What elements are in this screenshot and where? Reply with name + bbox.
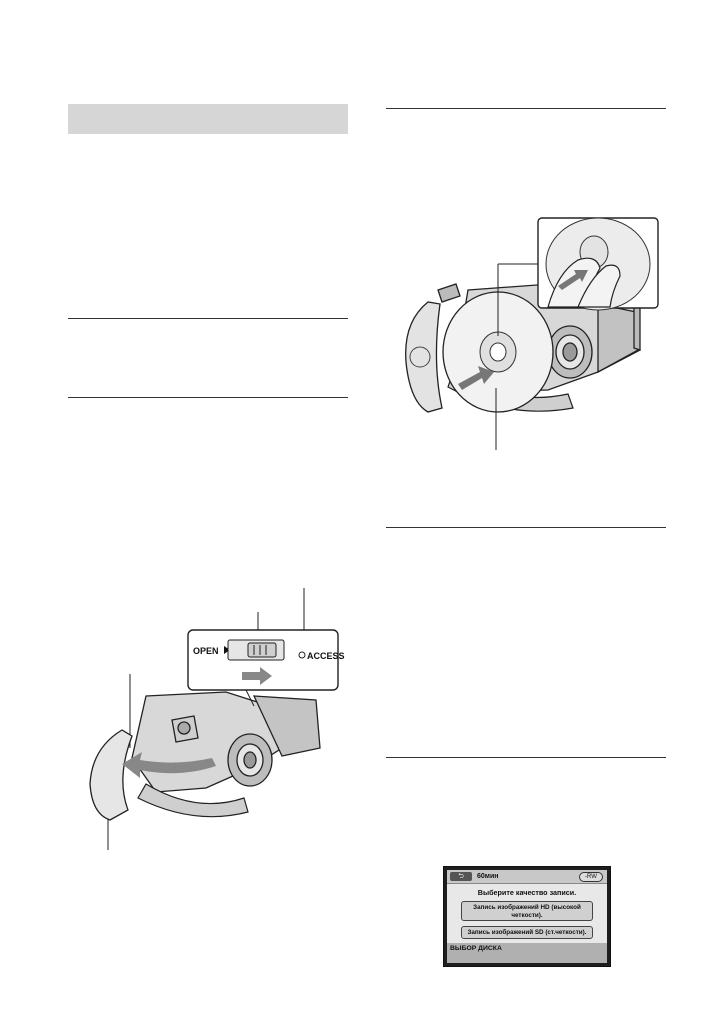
disc-insert-illustration — [405, 217, 659, 450]
step-divider-4 — [386, 527, 666, 528]
disc-cover-illustration — [405, 301, 443, 413]
lcd-bottom-bar — [447, 943, 607, 963]
open-cover-illustration: OPEN ACCESS — [89, 588, 345, 850]
lcd-status-bar: ⮌ 60мин -RW — [447, 870, 607, 884]
step-divider-5 — [386, 757, 666, 758]
camcorder-open-illustration — [131, 691, 321, 793]
step-divider-1 — [68, 318, 348, 319]
sd-quality-button[interactable]: Запись изображений SD (ст.четкости). — [461, 926, 593, 939]
access-label: ACCESS — [307, 651, 345, 661]
open-arrow-icon — [122, 752, 216, 778]
inset-hand-illustration — [537, 217, 659, 311]
lcd-screen-illustration: ⮌ 60мин -RW Выберите качество записи. За… — [443, 866, 611, 967]
back-button[interactable]: ⮌ — [450, 872, 472, 881]
slide-arrow-icon — [242, 667, 272, 685]
push-arrow-icon — [458, 366, 494, 390]
disc-time: 60мин — [477, 873, 499, 880]
cover-illustration — [89, 729, 133, 821]
quality-prompt: Выберите качество записи. — [477, 888, 577, 897]
hd-quality-button[interactable]: Запись изображений HD (высокой четкости)… — [461, 901, 593, 921]
section-header-bar — [68, 104, 348, 134]
disc-type-badge: -RW — [579, 872, 603, 882]
open-switch-inset: OPEN ACCESS — [187, 629, 345, 691]
lcd-screen-title: ВЫБОР ДИСКА — [450, 945, 502, 952]
step-divider-3 — [386, 108, 666, 109]
step-divider-2 — [68, 397, 348, 398]
open-label: OPEN — [193, 646, 219, 656]
